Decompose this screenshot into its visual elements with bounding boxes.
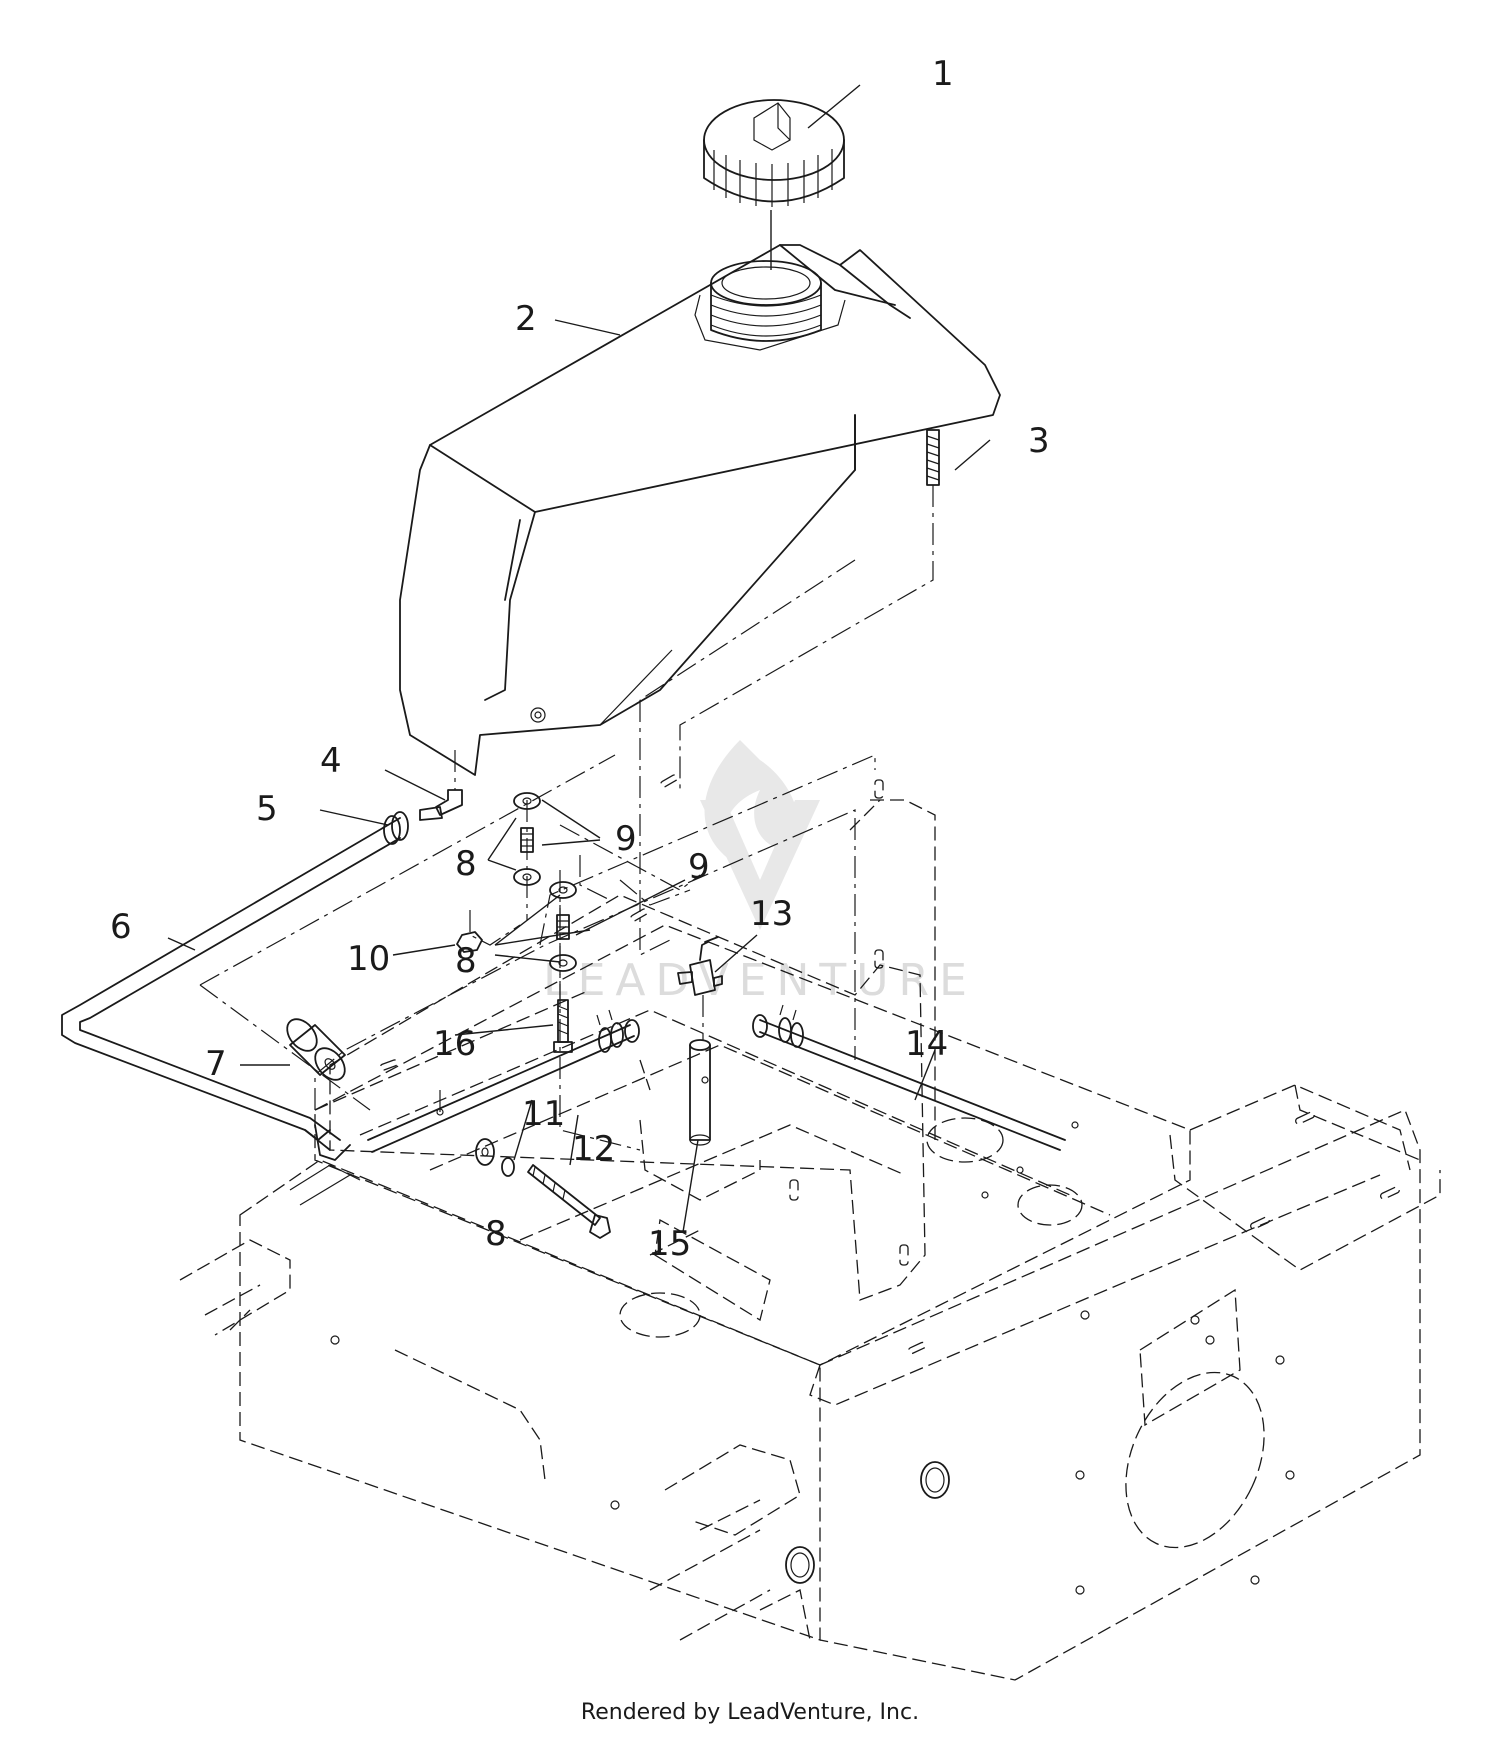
callout-14: 14 [905, 1024, 948, 1064]
fuel-line-assembly [61, 750, 463, 1206]
mower-frame [179, 774, 1441, 1681]
fuel-line-rear [752, 1004, 1066, 1151]
callout-3: 3 [1028, 421, 1050, 461]
fuel-line-front [367, 1009, 640, 1153]
callout-9-lower: 9 [688, 847, 710, 887]
callout-10: 10 [347, 939, 390, 979]
callout-2: 2 [515, 299, 537, 339]
fuel-tank [399, 244, 1001, 776]
tank-mount-bracket [199, 754, 876, 1151]
watermark: LEADVENTURE [543, 740, 977, 1006]
callout-13: 13 [750, 894, 793, 934]
shutoff-valve [677, 936, 723, 1040]
callout-8-middle: 8 [455, 941, 477, 981]
render-credit: Rendered by LeadVenture, Inc. [580, 1700, 920, 1725]
fuel-cap [703, 99, 845, 270]
callout-15: 15 [648, 1224, 691, 1264]
fuel-tank-exploded-diagram: LEADVENTURE [61, 54, 1441, 1681]
callout-8-upper: 8 [455, 844, 477, 884]
mounting-stud [639, 429, 940, 956]
bolt-assembly [475, 1138, 611, 1239]
callout-6: 6 [110, 907, 132, 947]
fuel-line-vertical [689, 1039, 711, 1146]
carriage-bolt [553, 999, 573, 1053]
callout-8-lower: 8 [485, 1214, 507, 1254]
watermark-text: LEADVENTURE [543, 955, 977, 1006]
callout-16: 16 [433, 1024, 476, 1064]
fuel-filter [286, 1018, 346, 1081]
callout-9-upper: 9 [615, 819, 637, 859]
callout-5: 5 [256, 789, 278, 829]
callout-labels: 1 2 3 4 5 6 7 8 8 8 9 9 10 11 12 13 14 1… [110, 54, 1050, 1264]
callout-7: 7 [205, 1044, 227, 1084]
leader-lines [167, 84, 991, 1233]
callout-11: 11 [522, 1094, 565, 1134]
callout-12: 12 [572, 1129, 615, 1169]
callout-1: 1 [932, 54, 954, 94]
mount-hardware [456, 792, 611, 1010]
callout-4: 4 [320, 741, 342, 781]
